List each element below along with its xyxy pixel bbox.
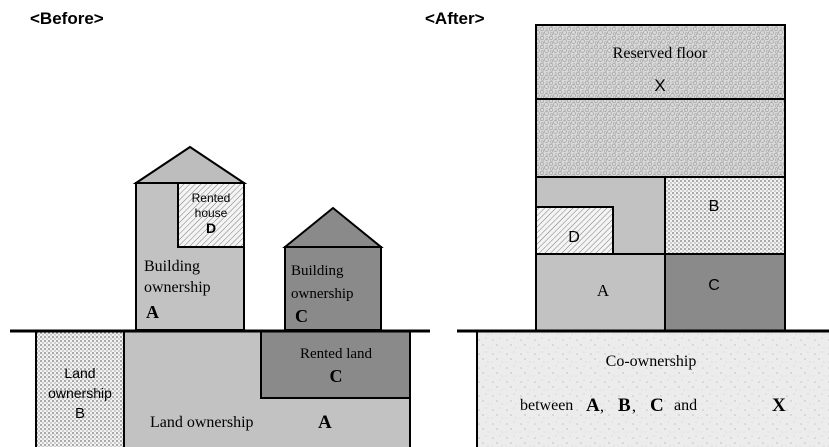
rented-house-label-1: Rented xyxy=(192,191,231,205)
co-ownership-comma-1: , xyxy=(600,398,604,415)
building-a-label-1: Building xyxy=(144,258,200,275)
co-ownership-b: B xyxy=(618,395,631,416)
co-ownership-label: Co-ownership xyxy=(606,353,697,370)
co-ownership-a: A xyxy=(586,395,600,416)
reserved-floor-second xyxy=(535,98,786,178)
unit-c xyxy=(664,253,786,332)
co-ownership-c: C xyxy=(650,395,664,416)
building-a-letter: A xyxy=(146,302,159,322)
co-ownership-land xyxy=(476,330,829,447)
co-ownership-prefix: between xyxy=(520,397,573,414)
land-a-label: Land ownership xyxy=(150,414,254,431)
co-ownership-x: X xyxy=(772,395,786,416)
building-c-letter: C xyxy=(295,306,308,326)
co-ownership-and: and xyxy=(674,397,697,414)
rented-land-c xyxy=(260,330,411,399)
co-ownership-comma-2: , xyxy=(632,398,636,415)
building-c-label-1: Building xyxy=(291,263,344,279)
rented-land-label: Rented land xyxy=(300,346,373,362)
reserved-floor-letter: X xyxy=(654,76,665,95)
unit-c-label: C xyxy=(708,277,720,294)
rented-house-letter: D xyxy=(206,220,216,236)
after-header: <After> xyxy=(425,9,485,28)
unit-b-label: B xyxy=(709,198,720,215)
rented-house-d xyxy=(177,182,245,248)
land-b-letter: B xyxy=(75,405,85,422)
unit-d-label: D xyxy=(568,229,580,246)
unit-a xyxy=(535,253,666,332)
building-c-roof xyxy=(282,206,384,248)
unit-b xyxy=(664,176,786,255)
before-header: <Before> xyxy=(30,9,104,28)
land-b-label-1: Land xyxy=(64,365,95,381)
unit-a-label: A xyxy=(597,281,610,300)
reserved-floor-label: Reserved floor xyxy=(613,45,708,62)
building-c-label-2: ownership xyxy=(291,286,354,302)
building-a-label-2: ownership xyxy=(144,279,211,296)
land-b-label-2: ownership xyxy=(48,385,112,401)
land-b xyxy=(35,330,125,447)
building-a-roof xyxy=(132,145,248,184)
rented-land-letter: C xyxy=(330,366,343,386)
land-a-letter: A xyxy=(318,412,332,433)
rented-house-label-2: house xyxy=(195,206,228,220)
